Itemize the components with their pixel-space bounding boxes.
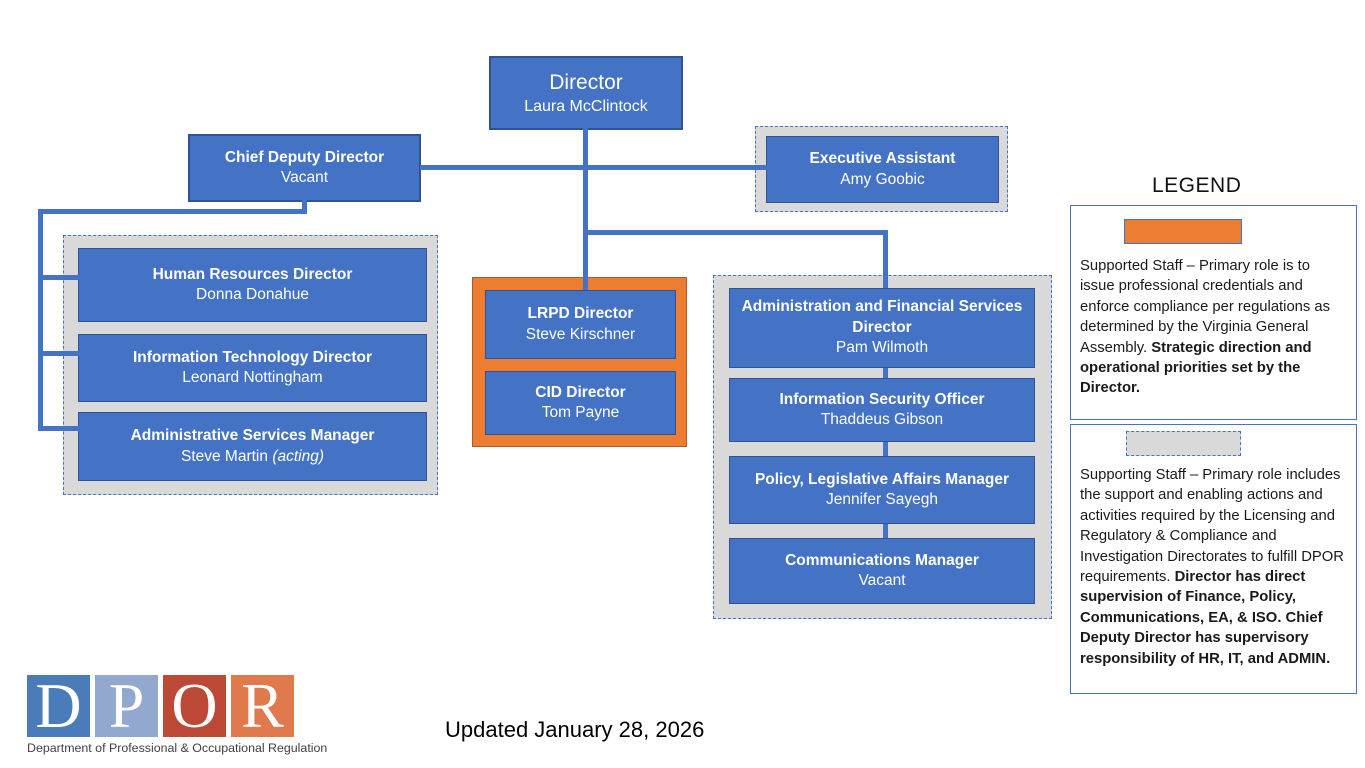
dpor-logo-tiles: D P O R <box>27 675 327 737</box>
connector-stub-hr <box>40 275 80 280</box>
legend-supported-text: Supported Staff – Primary role is to iss… <box>1080 258 1331 397</box>
node-title: Information Security Officer <box>779 390 985 408</box>
node-name: Steve Martin(acting) <box>180 447 325 465</box>
node-name: Pam Wilmoth <box>835 339 929 357</box>
node-title: Communications Manager <box>785 551 979 569</box>
node-policy-legislative-affairs-manager: Policy, Legislative Affairs Manager Jenn… <box>729 456 1035 524</box>
logo-letter-d: D <box>27 675 90 737</box>
legend-supported-swatch <box>1124 219 1242 244</box>
node-cid-director: CID Director Tom Payne <box>485 371 676 435</box>
logo-letter-o: O <box>163 675 226 737</box>
node-title: Administration and Financial Services Di… <box>741 298 1023 336</box>
connector-right-drop <box>883 230 888 280</box>
node-title: Information Technology Director <box>132 348 373 366</box>
node-lrpd-director: LRPD Director Steve Kirschner <box>485 290 676 359</box>
node-name: Tom Payne <box>541 404 620 421</box>
connector-left-vertical <box>38 209 43 431</box>
legend-supporting-swatch <box>1126 431 1241 456</box>
dpor-logo: D P O R Department of Professional & Occ… <box>27 675 327 755</box>
right-supporting-group: Administration and Financial Services Di… <box>713 275 1052 619</box>
acting-note: (acting) <box>272 447 325 465</box>
node-title: Administrative Services Manager <box>130 427 375 445</box>
node-title: Chief Deputy Director <box>224 148 385 166</box>
node-name: Laura McClintock <box>524 98 648 116</box>
node-director: Director Laura McClintock <box>489 56 683 130</box>
node-information-security-officer: Information Security Officer Thaddeus Gi… <box>729 378 1035 442</box>
node-executive-assistant: Executive Assistant Amy Goobic <box>766 136 999 203</box>
node-title: Executive Assistant <box>809 150 956 168</box>
legend-supported-box: Supported Staff – Primary role is to iss… <box>1070 205 1357 420</box>
node-name: Amy Goobic <box>840 170 925 188</box>
node-chief-deputy-director: Chief Deputy Director Vacant <box>188 134 421 202</box>
node-title: Human Resources Director <box>152 265 353 283</box>
connector-left-horizontal <box>38 209 307 214</box>
node-human-resources-director: Human Resources Director Donna Donahue <box>78 248 427 322</box>
logo-caption: Department of Professional & Occupationa… <box>27 741 328 755</box>
connector-director-down <box>583 128 588 290</box>
left-supporting-group: Human Resources Director Donna Donahue I… <box>63 235 438 495</box>
logo-letter-p: P <box>95 675 158 737</box>
logo-letter-r: R <box>231 675 294 737</box>
node-name: Vacant <box>858 572 906 589</box>
node-name: Steve Kirschner <box>525 325 636 343</box>
node-information-technology-director: Information Technology Director Leonard … <box>78 334 427 402</box>
legend-supporting-box: Supporting Staff – Primary role includes… <box>1070 424 1357 694</box>
connector-stub-it <box>40 351 80 356</box>
node-title: LRPD Director <box>527 305 634 323</box>
node-title: Director <box>549 70 623 94</box>
connector-stub-admin <box>40 426 80 431</box>
node-administration-financial-services-director: Administration and Financial Services Di… <box>729 288 1035 368</box>
center-supported-group: LRPD Director Steve Kirschner CID Direct… <box>472 277 687 447</box>
node-communications-manager: Communications Manager Vacant <box>729 538 1035 604</box>
node-name: Jennifer Sayegh <box>825 491 939 508</box>
node-name: Vacant <box>280 169 329 186</box>
updated-date-text: Updated January 28, 2026 <box>445 717 705 742</box>
connector-deputy-to-assistant <box>420 165 768 170</box>
node-administrative-services-manager: Administrative Services Manager Steve Ma… <box>78 412 427 481</box>
connector-mid-horizontal <box>583 230 886 235</box>
executive-assistant-group: Executive Assistant Amy Goobic <box>755 126 1008 212</box>
node-name: Thaddeus Gibson <box>820 411 944 428</box>
node-title: Policy, Legislative Affairs Manager <box>754 470 1010 488</box>
legend-supporting-text: Supporting Staff – Primary role includes… <box>1080 467 1344 667</box>
node-title: CID Director <box>535 383 626 401</box>
node-name: Donna Donahue <box>196 286 309 303</box>
node-name: Leonard Nottingham <box>182 369 323 386</box>
legend-heading: LEGEND <box>1152 174 1242 197</box>
connector-deputy-down <box>302 200 307 213</box>
